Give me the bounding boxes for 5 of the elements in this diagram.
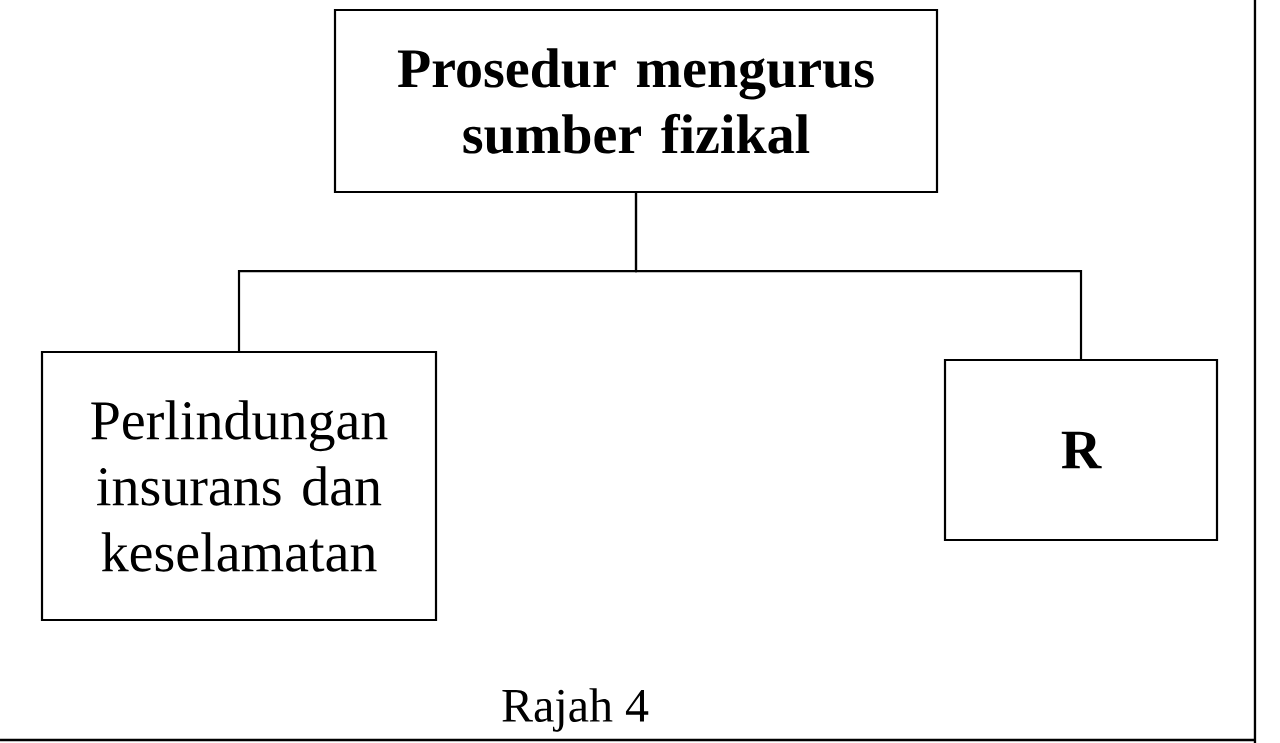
label-box: Prosedur mengurus sumber fizikal [333,8,939,194]
caption: Rajah 4 [502,688,649,732]
label-box: Perlindungan insurans dan keselamatan [40,350,438,622]
connector [634,193,1083,359]
label-box: R [943,358,1219,542]
